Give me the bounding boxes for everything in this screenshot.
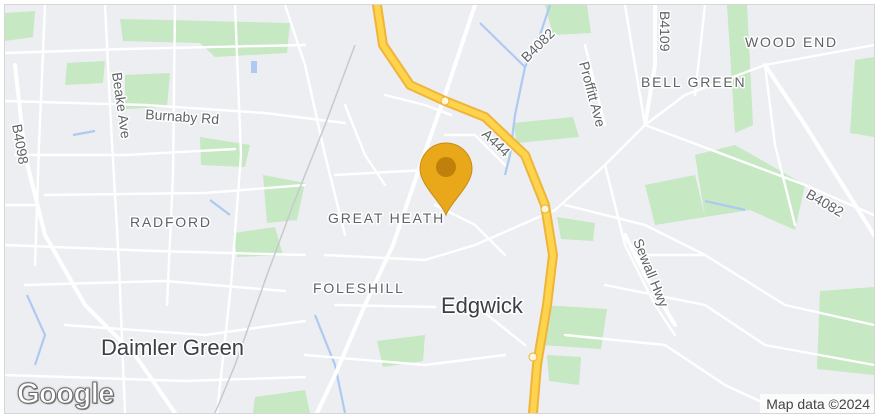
label-foleshill: FOLESHILL bbox=[313, 280, 405, 296]
google-logo: Google bbox=[17, 378, 115, 411]
map-canvas[interactable]: WOOD END BELL GREEN B4082 B4109 Proffitt… bbox=[4, 4, 875, 414]
major-road-a444 bbox=[372, 5, 558, 413]
waterways bbox=[25, 5, 746, 413]
label-bell-green: BELL GREEN bbox=[641, 74, 746, 90]
parks bbox=[5, 5, 874, 413]
water-pond bbox=[251, 61, 257, 73]
label-wood-end: WOOD END bbox=[745, 34, 838, 50]
map-attribution[interactable]: Map data ©2024 bbox=[760, 394, 874, 413]
map-tiles[interactable]: WOOD END BELL GREEN B4082 B4109 Proffitt… bbox=[5, 5, 874, 413]
secondary-roads bbox=[13, 5, 874, 413]
roundabout bbox=[440, 96, 450, 106]
label-edgwick: Edgwick bbox=[441, 293, 524, 318]
roundabout bbox=[540, 204, 550, 214]
marker-dot-icon bbox=[436, 157, 456, 177]
label-great-heath: GREAT HEATH bbox=[328, 210, 445, 226]
roundabout bbox=[528, 352, 538, 362]
minor-roads bbox=[5, 5, 874, 413]
label-daimler-green: Daimler Green bbox=[101, 335, 244, 360]
location-marker[interactable] bbox=[419, 142, 473, 217]
railway bbox=[214, 44, 356, 413]
label-b4109: B4109 bbox=[657, 11, 673, 52]
label-radford: RADFORD bbox=[130, 214, 212, 230]
